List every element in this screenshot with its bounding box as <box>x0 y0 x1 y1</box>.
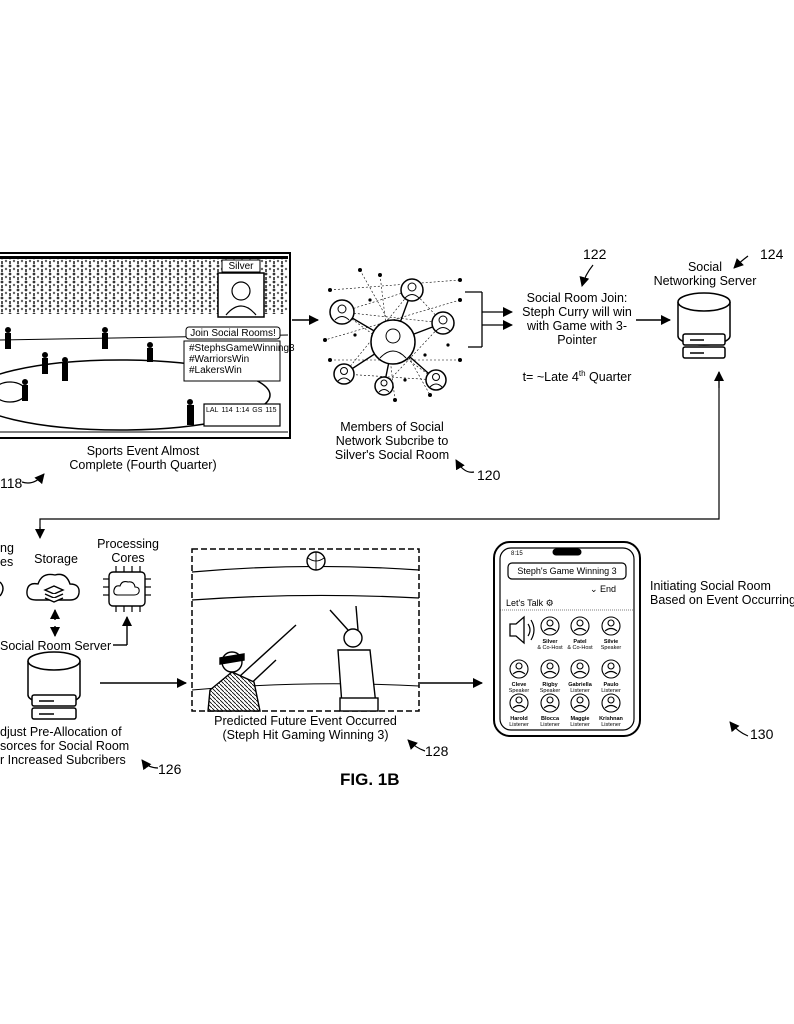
ref-126: 126 <box>158 761 182 777</box>
cut-off-label: ng es <box>0 541 14 569</box>
scoreboard-score: 114 <box>221 407 233 414</box>
settings-icon: ⚙ <box>545 598 554 608</box>
adjust-allocation-text: djust Pre-Allocation of sorces for Socia… <box>0 725 130 767</box>
member-name: Patel <box>573 639 587 645</box>
streamer-name: Silver <box>228 261 254 272</box>
ref-128: 128 <box>425 743 449 759</box>
scoreboard-clock: 1:14 <box>235 407 250 414</box>
member-role: Listener <box>601 688 621 694</box>
member-name: Rigby <box>542 682 558 688</box>
member-role: Listener <box>601 722 621 728</box>
member-role: Listener <box>570 688 590 694</box>
figure-caption: FIG. 1B <box>340 770 400 789</box>
predicted-event-caption: Predicted Future Event Occurred (Steph H… <box>214 714 397 742</box>
member-role: Listener <box>570 722 590 728</box>
predicted-event-illustration <box>191 548 420 712</box>
ref-124: 124 <box>760 246 784 262</box>
scoreboard-team: GS <box>252 407 263 414</box>
member-tile[interactable]: Patel& Co-Host <box>563 639 597 651</box>
social-network-graph <box>323 268 462 402</box>
social-room-server-label: Social Room Server <box>0 639 112 653</box>
ref-118: 118 <box>0 475 23 491</box>
member-name: Krishnan <box>599 716 623 722</box>
member-role: & Co-Host <box>537 645 563 651</box>
member-name: Maggie <box>570 716 590 722</box>
phone-avatars <box>509 616 621 713</box>
hashtag-list: #StephsGameWinning3 #WarriorsWin #Lakers… <box>189 343 295 376</box>
scoreboard-team: LAL <box>206 407 219 414</box>
member-role: Listener <box>540 722 560 728</box>
initiating-room-text: Initiating Social Room Based on Event Oc… <box>650 579 794 607</box>
member-name: Harold <box>510 716 528 722</box>
member-name: Paulo <box>603 682 619 688</box>
network-caption: Members of Social Network Subcribe to Si… <box>334 420 450 462</box>
member-tile[interactable]: Silver& Co-Host <box>533 639 567 651</box>
hashtag: #WarriorsWin <box>189 354 250 365</box>
member-role: Listener <box>509 722 529 728</box>
scoreboard-score: 115 <box>265 407 277 414</box>
phone-time: 8:15 <box>511 551 523 557</box>
member-role: Speaker <box>600 645 622 651</box>
storage-label: Storage <box>34 552 78 566</box>
member-role: & Co-Host <box>567 645 593 651</box>
processing-cores-icon <box>103 566 151 612</box>
scoreboard: LAL 114 1:14 GS 115 <box>206 407 280 415</box>
social-room-server-icon <box>27 651 81 720</box>
join-social-rooms-button[interactable]: Join Social Rooms! <box>190 328 276 339</box>
member-name: Gabriella <box>568 682 592 688</box>
room-join-time: t= ~Late 4th Quarter <box>522 369 632 385</box>
room-join-text: Social Room Join: Steph Curry will win w… <box>522 291 632 347</box>
member-name: Blocca <box>540 716 560 722</box>
phone-device <box>493 541 641 737</box>
phone-end-button[interactable]: ⌄ End <box>590 584 617 594</box>
ref-122: 122 <box>583 246 607 262</box>
phone-room-title: Steph's Game Winning 3 <box>517 566 617 576</box>
member-name: Cleve <box>511 682 527 688</box>
phone-lets-talk: Let's Talk ⚙ <box>506 598 554 608</box>
ref-120: 120 <box>477 467 501 483</box>
member-name: Silvie <box>603 639 619 645</box>
arena-screenshot <box>0 252 291 439</box>
member-role: Speaker <box>539 688 561 694</box>
hashtag: #LakersWin <box>189 365 242 376</box>
social-networking-server-label: Social Networking Server <box>653 260 757 288</box>
arena-caption: Sports Event Almost Complete (Fourth Qua… <box>69 444 217 472</box>
member-role: Speaker <box>508 688 530 694</box>
processing-cores-label: Processing Cores <box>97 537 159 565</box>
storage-cloud-icon <box>26 573 80 603</box>
ref-130: 130 <box>750 726 774 742</box>
member-name: Silver <box>542 639 558 645</box>
chevron-down-icon: ⌄ <box>590 584 601 594</box>
social-networking-server-icon <box>677 292 731 359</box>
hashtag: #StephsGameWinning3 <box>189 343 295 354</box>
